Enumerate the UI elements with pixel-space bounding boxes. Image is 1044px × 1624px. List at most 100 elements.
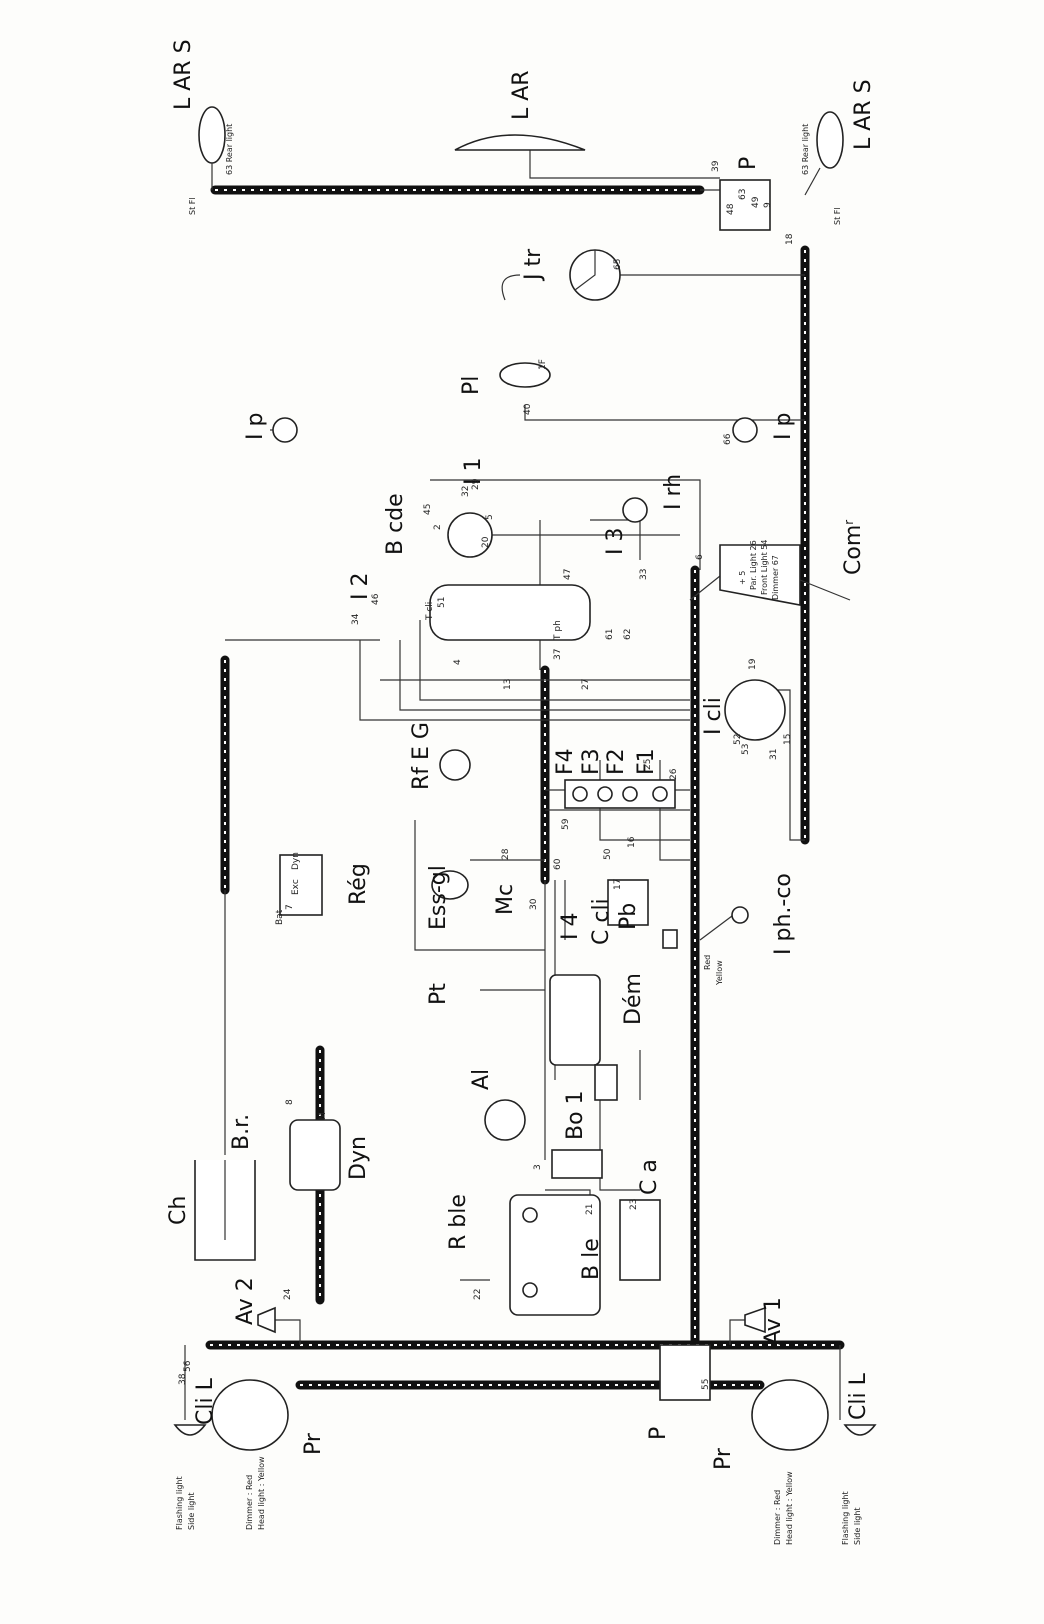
horn-switch (731, 906, 749, 924)
legends: Flashing light Side light Dimmer : Red H… (175, 124, 862, 1545)
wire-number: 46 (371, 593, 381, 605)
legend-stfl-left: St Fl (188, 197, 197, 215)
legend-comr-3: Front Light 54 (760, 540, 769, 595)
wire-number: 39 (711, 160, 721, 172)
label-f1: F1 (634, 748, 659, 775)
label-dyn: Dyn (346, 1136, 371, 1180)
legend-yellow: Yellow (715, 960, 724, 986)
label-i1: I 1 (461, 458, 486, 485)
label-pr-left: Pr (301, 1432, 326, 1455)
label-clil-left: Cli L (193, 1377, 218, 1425)
wire-number: 40 (523, 403, 533, 415)
wire-number: 20 (481, 536, 491, 548)
wire-number: 13 (503, 679, 513, 690)
wire-number: 52 (733, 734, 743, 745)
label-f3: F3 (579, 748, 604, 775)
label-ch: Ch (166, 1196, 191, 1225)
wire-number: 21 (585, 1204, 595, 1215)
interior-light (499, 362, 551, 388)
wire-number: 31 (769, 749, 779, 760)
wire-number: 47 (563, 569, 573, 580)
wire-number: Dyn (291, 852, 301, 870)
spark-plug-brush (194, 1160, 256, 1261)
dynamo (289, 1119, 341, 1191)
wire-number: 18 (785, 233, 795, 245)
wire-number: 8 (285, 1099, 295, 1105)
rear-lamp-right (804, 111, 844, 196)
headlamp-right (751, 1379, 829, 1451)
wire-number: 24 (283, 1288, 293, 1300)
label-av2: Av 2 (233, 1277, 258, 1325)
headlamp-left (211, 1379, 289, 1451)
legend-left-side: Side light (187, 1492, 196, 1530)
label-tph: T ph (553, 620, 563, 641)
wire-number: 51 (437, 597, 447, 608)
wire-number: 4 (453, 659, 463, 665)
label-p-rear: P (736, 157, 761, 170)
wire-number: 15 (783, 734, 793, 745)
wire-number: 3 (533, 1164, 543, 1170)
wire-number: 61 (605, 629, 615, 640)
legend-comr-2: Par. Light 26 (749, 540, 758, 590)
battery-connector (619, 1199, 661, 1281)
label-av1: Av 1 (761, 1297, 786, 1345)
label-i3: I 3 (603, 528, 628, 555)
wire-number: Bat (275, 909, 285, 925)
wire-number: 30 (529, 898, 539, 910)
label-ip-right: I p (771, 413, 796, 440)
label-pb: Pb (616, 903, 641, 930)
label-bo1: Bo 1 (563, 1090, 588, 1140)
wire-number: Exc (291, 879, 301, 895)
legend-right-dimmer: Dimmer : Red (773, 1490, 782, 1545)
wire-number: 22 (473, 1289, 483, 1300)
label-lars-right: L AR S (851, 79, 876, 150)
wire-number: 25 (643, 759, 653, 770)
horn-av1 (744, 1306, 766, 1334)
front-junction-block (659, 1344, 711, 1401)
wire-number: 26 (669, 768, 679, 780)
label-reg: Rég (346, 863, 371, 905)
temp-gauge-rfeg (439, 749, 471, 781)
rear-lamp-left (198, 106, 226, 190)
wire-number: 7 (285, 904, 295, 910)
label-lar-center: L AR (509, 70, 534, 120)
legend-red: Red (703, 955, 712, 970)
wire-number: 33 (639, 569, 649, 580)
label-pt: Pt (426, 983, 451, 1005)
wire-number: 37 (553, 649, 563, 660)
label-tcli: T cli (425, 602, 435, 621)
label-jtr: J tr (521, 248, 546, 282)
legend-right-flashing: Flashing light (841, 1491, 850, 1545)
label-dem: Dém (621, 973, 646, 1025)
regulator (279, 854, 323, 916)
starter-motor (549, 974, 618, 1101)
wire-number: 1F (538, 359, 548, 370)
wire-number: 45 (423, 504, 433, 515)
label-irh: I rh (661, 474, 686, 510)
rear-junction-block (719, 179, 771, 231)
wire-number: 60 (553, 858, 563, 870)
dashboard-panel (429, 584, 591, 641)
wire-number: 6 (695, 554, 705, 560)
legend-stfl-right: St Fl (833, 207, 842, 225)
label-clil-right: Cli L (846, 1372, 871, 1420)
wire-number: 48 (726, 203, 736, 215)
wire-number: 63 (738, 189, 748, 200)
wire-number: 23 (629, 1199, 639, 1210)
legend-left-head: Head light : Yellow (257, 1456, 266, 1530)
legend-right-side: Side light (853, 1507, 862, 1545)
label-rble: R ble (446, 1194, 471, 1250)
flasher-switch-icli (724, 679, 786, 741)
legend-comr-1: + 5 (738, 571, 747, 585)
component-labels: L AR S L AR L AR S P J tr Pl I p I p I 1… (166, 39, 876, 1470)
switch-i3 (622, 497, 648, 523)
door-switch-right (732, 417, 758, 443)
wire-number: 56 (183, 1360, 193, 1372)
wire-number: 66 (723, 433, 733, 445)
wire-number: 53 (741, 744, 751, 755)
label-essgl: Ess-gl (426, 865, 451, 930)
ignition-switch-i1 (447, 512, 493, 558)
legend-rear-left: 63 Rear light (225, 124, 234, 175)
